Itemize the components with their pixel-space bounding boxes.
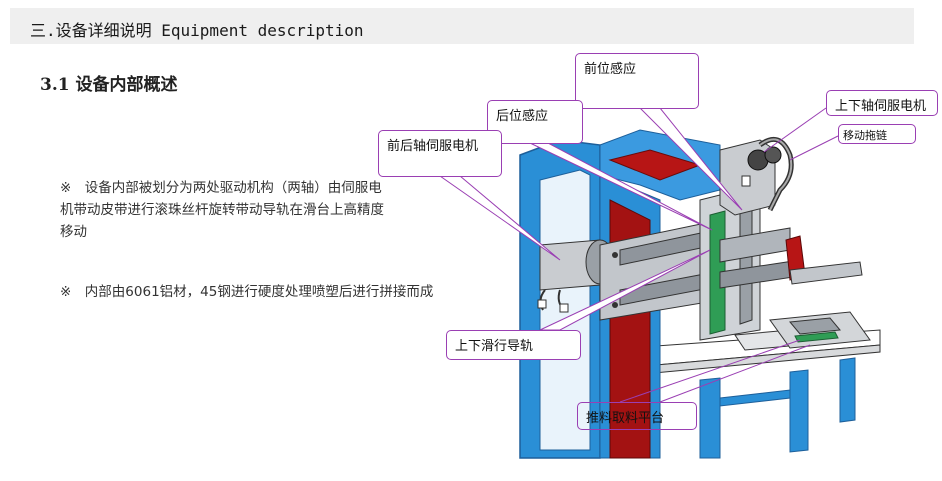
ud-slide-rail [699, 184, 801, 341]
push-table-callout: 推料取料平台 [577, 402, 697, 430]
section-heading: 3.1 设备内部概述 [40, 75, 178, 95]
description-paragraph-1: ※ 设备内部被划分为两处驱动机构（两轴）由伺服电机带动皮带进行滚珠丝杆旋转带动导… [60, 180, 384, 240]
description-paragraph-2: ※ 内部由6061铝材，45钢进行硬度处理喷塑后进行拼接而成 [60, 284, 434, 300]
drag-chain [758, 136, 794, 212]
callout-leaders [438, 107, 839, 403]
fb-slide-plate [599, 219, 721, 321]
rear-sensor-callout: 后位感应 [487, 100, 583, 144]
page-title: 三.设备详细说明 Equipment description [30, 21, 364, 40]
front-sensor-callout: 前位感应 [575, 53, 699, 109]
drag-chain-callout: 移动拖链 [838, 124, 916, 144]
fb-servo-callout: 前后轴伺服电机 [378, 130, 502, 177]
pusher-arm [785, 235, 863, 285]
ud-servo-motor [719, 139, 782, 216]
ud-guide-callout: 上下滑行导轨 [446, 330, 581, 360]
header-bar: 三.设备详细说明 Equipment description [10, 8, 914, 44]
push-take-platform [734, 311, 871, 351]
ud-servo-callout: 上下轴伺服电机 [826, 90, 938, 116]
